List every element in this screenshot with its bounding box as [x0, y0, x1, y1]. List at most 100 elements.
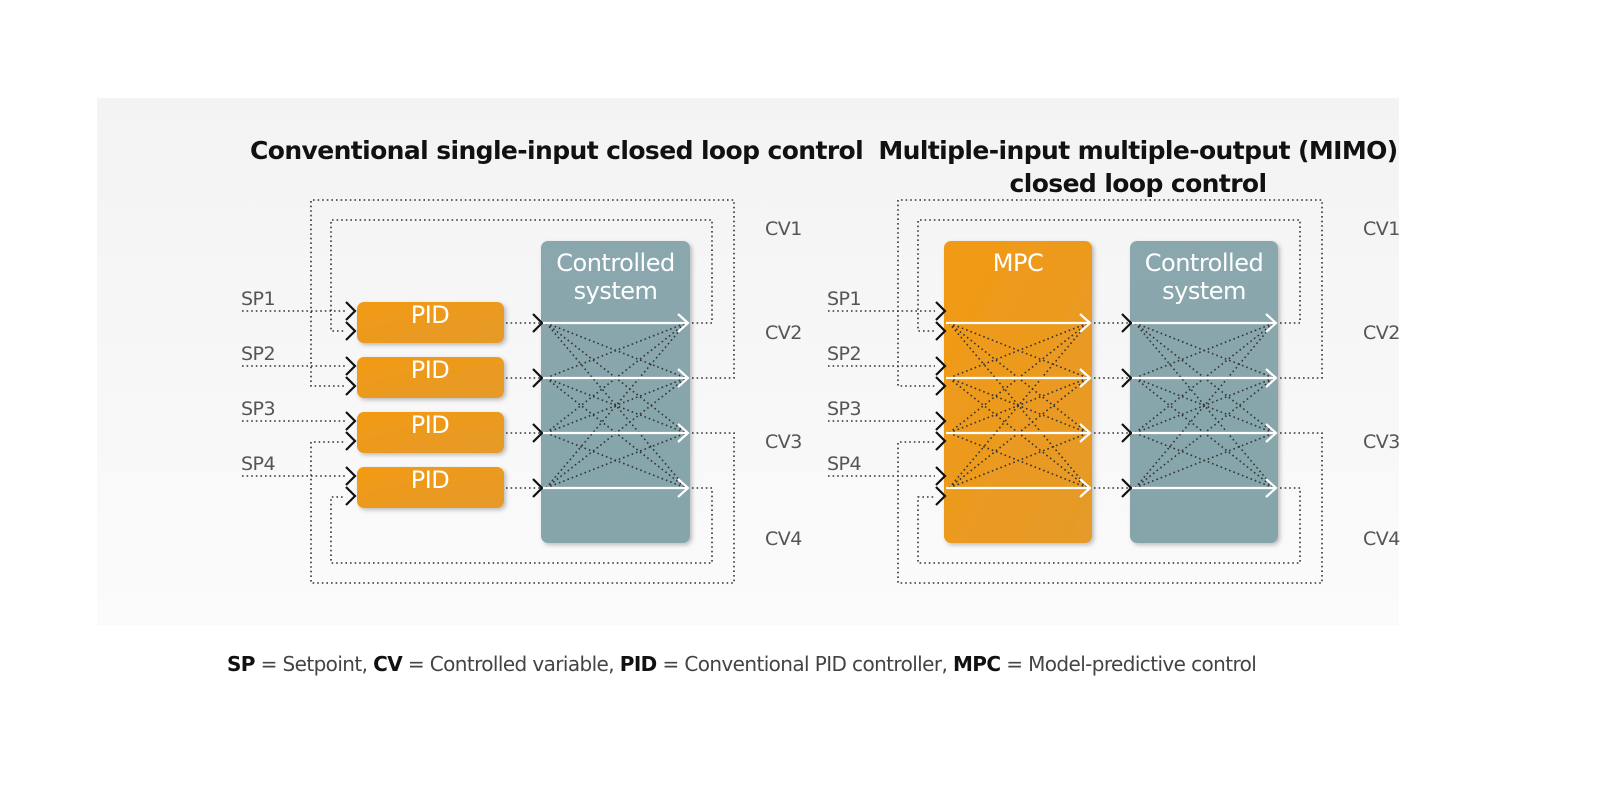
coupling-line — [545, 432, 687, 489]
right-title-line2: closed loop control — [1010, 169, 1267, 198]
input-chevron-icon — [532, 423, 544, 443]
coupling-line — [948, 322, 1089, 489]
coupling-line — [545, 322, 687, 379]
legend-term-cv: CV — [373, 652, 403, 676]
input-chevron-icon — [935, 411, 947, 431]
cv-label: CV4 — [1363, 528, 1400, 550]
cv-label: CV1 — [1363, 218, 1400, 240]
input-chevron-icon — [345, 376, 357, 396]
coupling-line — [948, 377, 1089, 434]
cv-label: CV1 — [765, 218, 802, 240]
legend-term-mpc: MPC — [952, 652, 1001, 676]
coupling-line — [1134, 377, 1275, 434]
feedback-loop-cv1 — [917, 219, 1301, 332]
coupling-line — [1134, 322, 1275, 379]
cv-label: CV2 — [765, 322, 802, 344]
arrow-head-icon — [1079, 478, 1092, 498]
pid-controller-block — [357, 357, 504, 398]
coupling-line — [545, 322, 687, 489]
setpoint-label: SP4 — [241, 453, 276, 475]
legend-term-pid: PID — [619, 652, 658, 676]
arrow-head-icon — [677, 423, 690, 443]
setpoint-label: SP1 — [241, 288, 275, 310]
input-chevron-icon — [935, 466, 947, 486]
setpoint-label: SP4 — [827, 453, 862, 475]
input-chevron-icon — [345, 301, 357, 321]
coupling-line — [948, 432, 1089, 489]
left-title: Conventional single-input closed loop co… — [250, 136, 863, 165]
pid-label: PID — [411, 411, 450, 439]
arrow-head-icon — [1079, 423, 1092, 443]
cv-label: CV3 — [765, 431, 802, 453]
coupling-line — [545, 322, 687, 434]
coupling-line — [545, 432, 687, 489]
arrow-head-icon — [677, 313, 690, 333]
input-chevron-icon — [345, 466, 357, 486]
coupling-line — [948, 322, 1089, 489]
left-diagram: SP1SP2SP3SP4PIDPIDPIDPIDControlledsystem… — [241, 199, 803, 584]
arrow-head-icon — [1265, 423, 1278, 443]
legend-def-cv: = Controlled variable, — [402, 652, 620, 676]
coupling-line — [545, 322, 687, 489]
coupling-line — [545, 377, 687, 434]
input-chevron-icon — [935, 301, 947, 321]
pid-label: PID — [411, 301, 450, 329]
coupling-line — [545, 322, 687, 434]
coupling-line — [545, 377, 687, 489]
cv-label: CV4 — [765, 528, 802, 550]
coupling-line — [948, 322, 1089, 379]
legend: SP = Setpoint, CV = Controlled variable,… — [227, 652, 1257, 676]
pid-label: PID — [411, 356, 450, 384]
system-label-line1: Controlled — [556, 249, 674, 277]
pid-controller-block — [357, 302, 504, 343]
input-chevron-icon — [345, 411, 357, 431]
legend-def-mpc: = Model-predictive control — [1000, 652, 1257, 676]
input-chevron-icon — [1121, 313, 1133, 333]
setpoint-label: SP2 — [827, 343, 861, 365]
right-title-line1: Multiple-input multiple-output (MIMO) — [878, 136, 1397, 165]
setpoint-label: SP3 — [241, 398, 275, 420]
input-chevron-icon — [345, 356, 357, 376]
pid-controller-block — [357, 412, 504, 453]
coupling-line — [545, 322, 687, 379]
setpoint-label: SP1 — [827, 288, 861, 310]
arrow-head-icon — [677, 478, 690, 498]
coupling-line — [1134, 322, 1275, 489]
feedback-loop-cv1 — [330, 219, 713, 332]
input-chevron-icon — [532, 368, 544, 388]
input-chevron-icon — [935, 431, 947, 451]
system-label-line2: system — [1162, 277, 1246, 305]
input-chevron-icon — [935, 486, 947, 506]
cv-label: CV3 — [1363, 431, 1400, 453]
mpc-controller-block — [944, 241, 1092, 543]
legend-def-sp: = Setpoint, — [254, 652, 374, 676]
system-label-line2: system — [574, 277, 658, 305]
legend-def-pid: = Conventional PID controller, — [656, 652, 953, 676]
input-chevron-icon — [935, 356, 947, 376]
legend-term-sp: SP — [227, 652, 255, 676]
input-chevron-icon — [1121, 478, 1133, 498]
input-chevron-icon — [935, 321, 947, 341]
arrow-head-icon — [1265, 368, 1278, 388]
cv-label: CV2 — [1363, 322, 1400, 344]
arrow-head-icon — [1079, 368, 1092, 388]
input-chevron-icon — [345, 321, 357, 341]
input-chevron-icon — [345, 431, 357, 451]
setpoint-label: SP3 — [827, 398, 861, 420]
arrow-head-icon — [1079, 313, 1092, 333]
coupling-line — [1134, 432, 1275, 489]
setpoint-label: SP2 — [241, 343, 275, 365]
arrow-head-icon — [677, 368, 690, 388]
input-chevron-icon — [935, 376, 947, 396]
feedback-loop-cv4 — [917, 487, 1301, 564]
feedback-loop-cv4 — [330, 487, 713, 564]
input-chevron-icon — [1121, 423, 1133, 443]
input-chevron-icon — [532, 478, 544, 498]
input-chevron-icon — [532, 313, 544, 333]
controlled-system-block — [541, 241, 690, 543]
coupling-line — [545, 377, 687, 489]
input-chevron-icon — [1121, 368, 1133, 388]
controlled-system-block — [1130, 241, 1278, 543]
